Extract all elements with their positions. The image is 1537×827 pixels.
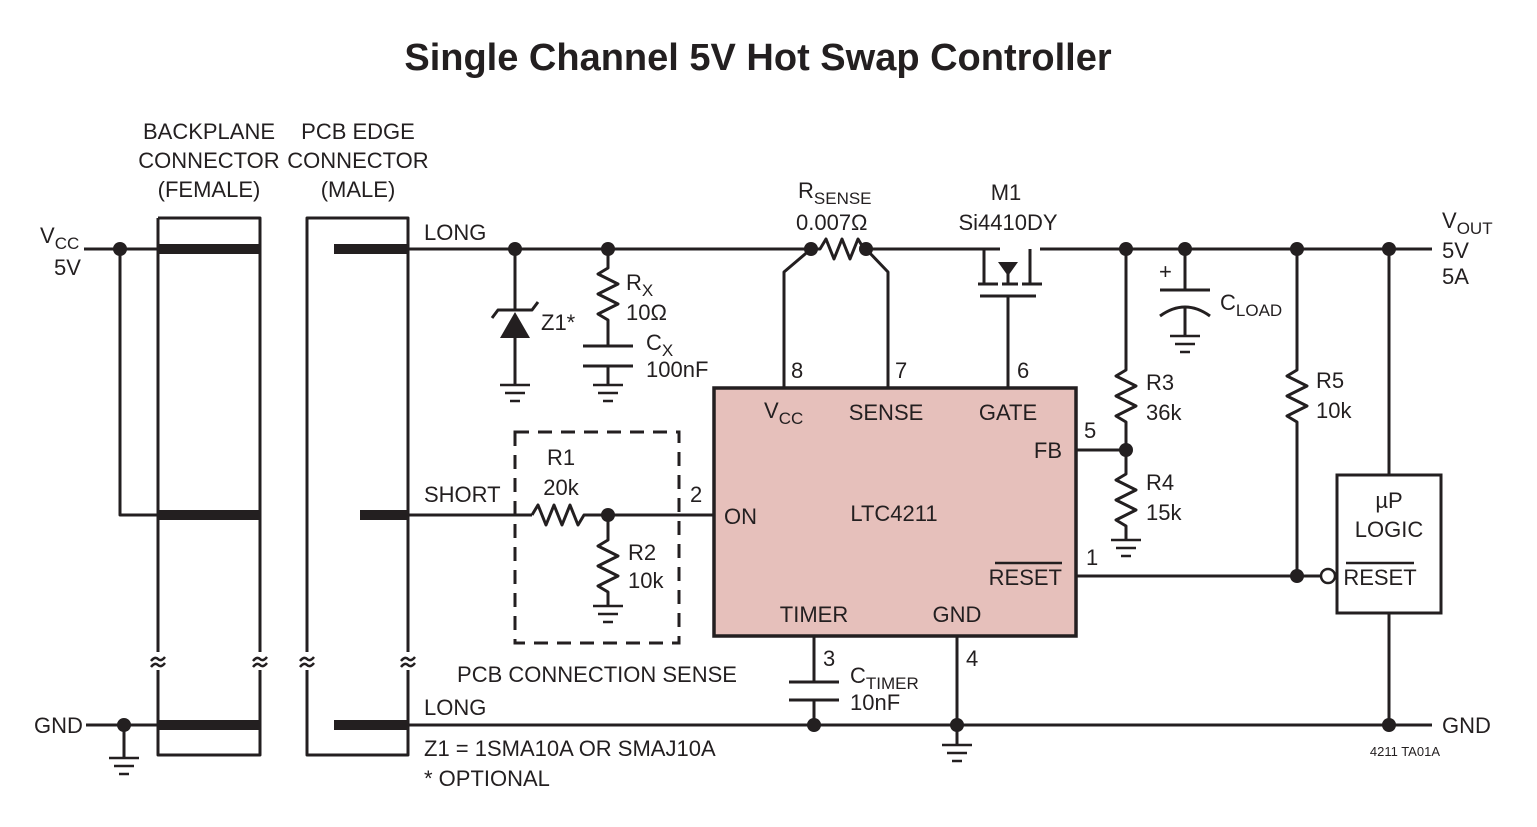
resistor-r1 <box>530 503 714 527</box>
pin-gnd-label: GND <box>933 602 982 627</box>
pin-4-number: 4 <box>966 646 978 671</box>
capacitor-cload <box>1159 249 1211 354</box>
svg-text:5V: 5V <box>1442 238 1469 263</box>
svg-text:VCC: VCC <box>40 223 79 253</box>
gnd-output-label: GND <box>1442 713 1491 738</box>
backplane-connector <box>150 216 268 757</box>
pin-gate-label: GATE <box>979 400 1037 425</box>
svg-text:5A: 5A <box>1442 264 1469 289</box>
ground-symbol-ic <box>940 743 974 763</box>
svg-text:BACKPLANE: BACKPLANE <box>143 119 275 144</box>
pin-on-label: ON <box>724 504 757 529</box>
r4-value: 15k <box>1146 500 1182 525</box>
ground-symbol-input <box>107 756 141 776</box>
pcb-edge-connector <box>299 216 416 757</box>
svg-text:VOUT: VOUT <box>1442 208 1493 238</box>
pcb-edge-connector-label: PCB EDGE CONNECTOR (MALE) <box>287 119 428 202</box>
pin-timer-label: TIMER <box>780 602 848 627</box>
pcb-connection-sense-label: PCB CONNECTION SENSE <box>457 662 737 687</box>
rx-label: RX <box>626 270 653 300</box>
cx-value: 100nF <box>646 357 708 382</box>
svg-text:5V: 5V <box>54 255 81 280</box>
vcc-input-wire <box>84 247 158 517</box>
pin-1-number: 1 <box>1086 545 1098 570</box>
note-z1: Z1 = 1SMA10A OR SMAJ10A <box>424 736 716 761</box>
mosfet-m1 <box>978 249 1042 388</box>
m1-label: M1 <box>991 180 1022 205</box>
r5-value: 10k <box>1316 398 1352 423</box>
ctimer-label: CTIMER <box>850 663 919 693</box>
pin-8-number: 8 <box>791 358 803 383</box>
svg-text:PCB EDGE: PCB EDGE <box>301 119 415 144</box>
pin-7-number: 7 <box>895 358 907 383</box>
pin-vcc-label: VCC <box>764 398 803 428</box>
resistor-r3 <box>1114 249 1138 450</box>
pcb-connection-sense-box <box>513 430 681 645</box>
m1-part: Si4410DY <box>958 210 1057 235</box>
short-pin-label: SHORT <box>424 482 501 507</box>
backplane-connector-label: BACKPLANE CONNECTOR (FEMALE) <box>138 119 279 202</box>
resistor-rsense <box>782 237 1000 388</box>
resistor-r4 <box>1109 450 1143 558</box>
r1-label: R1 <box>547 445 575 470</box>
pin-fb-label: FB <box>1034 438 1062 463</box>
r1-value: 20k <box>543 475 579 500</box>
zener-z1 <box>490 249 540 403</box>
pin-2-number: 2 <box>690 482 702 507</box>
note-optional: * OPTIONAL <box>424 766 550 791</box>
resistor-r2 <box>591 515 625 624</box>
r5-label: R5 <box>1316 368 1344 393</box>
figure-id: 4211 TA01A <box>1370 744 1440 759</box>
rx-value: 10Ω <box>626 300 667 325</box>
ctimer-value: 10nF <box>850 690 900 715</box>
pin-reset-label: RESET <box>989 565 1062 590</box>
cload-plus: + <box>1159 259 1172 284</box>
svg-text:CONNECTOR: CONNECTOR <box>287 148 428 173</box>
svg-text:(FEMALE): (FEMALE) <box>158 177 261 202</box>
pin-3-number: 3 <box>823 646 835 671</box>
resistor-rx <box>596 249 620 346</box>
ltc4211-ic <box>712 386 1078 638</box>
rsense-label: RSENSE <box>798 178 872 208</box>
reset-inversion-bubble <box>1319 567 1337 585</box>
r2-value: 10k <box>628 568 664 593</box>
r3-label: R3 <box>1146 370 1174 395</box>
up-logic-line1: µP <box>1375 488 1402 513</box>
z1-label: Z1* <box>541 310 576 335</box>
rsense-value: 0.007Ω <box>796 210 868 235</box>
gnd-input-label: GND <box>34 713 83 738</box>
vout-label: VOUT 5V 5A <box>1442 208 1493 289</box>
vcc-input-label: VCC 5V <box>40 223 81 280</box>
up-logic-line2: LOGIC <box>1355 517 1424 542</box>
microprocessor-logic-block <box>1335 473 1443 615</box>
pin-sense-label: SENSE <box>849 400 924 425</box>
capacitor-cx <box>583 344 633 403</box>
svg-text:CONNECTOR: CONNECTOR <box>138 148 279 173</box>
r2-label: R2 <box>628 540 656 565</box>
capacitor-ctimer <box>789 636 839 725</box>
cload-label: CLOAD <box>1220 290 1282 320</box>
diagram-title: Single Channel 5V Hot Swap Controller <box>404 37 1112 79</box>
pin-6-number: 6 <box>1017 358 1029 383</box>
long-pin-top-label: LONG <box>424 220 486 245</box>
r3-value: 36k <box>1146 400 1182 425</box>
up-reset-label: RESET <box>1343 565 1416 590</box>
ic-name: LTC4211 <box>850 501 937 526</box>
svg-text:(MALE): (MALE) <box>321 177 396 202</box>
resistor-r5 <box>1285 249 1309 576</box>
pin-5-number: 5 <box>1084 418 1096 443</box>
long-pin-bottom-label: LONG <box>424 695 486 720</box>
cx-label: CX <box>646 330 673 360</box>
r4-label: R4 <box>1146 470 1174 495</box>
